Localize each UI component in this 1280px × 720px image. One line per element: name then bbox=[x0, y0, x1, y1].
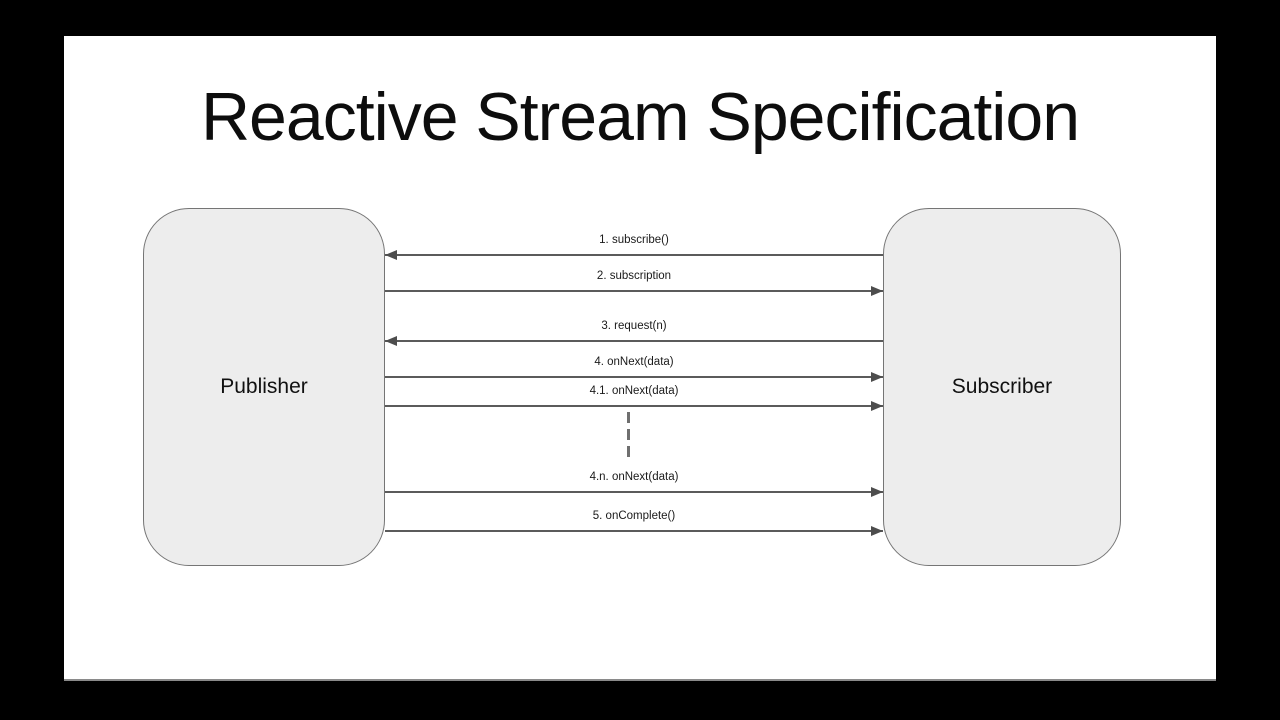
arrowhead-right-icon bbox=[871, 487, 883, 497]
message-onnext-4-line bbox=[385, 376, 883, 378]
message-subscription-label: 2. subscription bbox=[596, 270, 672, 282]
message-onnext-4-n-line bbox=[385, 491, 883, 493]
arrowhead-right-icon bbox=[871, 401, 883, 411]
message-onnext-4-n-label: 4.n. onNext(data) bbox=[589, 471, 679, 483]
message-request-label: 3. request(n) bbox=[601, 320, 667, 332]
message-onnext-4-1-label: 4.1. onNext(data) bbox=[589, 385, 679, 397]
arrowhead-left-icon bbox=[385, 250, 397, 260]
message-onnext-4: 4. onNext(data) bbox=[385, 356, 883, 382]
message-oncomplete-line bbox=[385, 530, 883, 532]
arrowhead-right-icon bbox=[871, 286, 883, 296]
message-oncomplete: 5. onComplete() bbox=[385, 510, 883, 536]
subscriber-label: Subscriber bbox=[951, 375, 1053, 398]
arrowhead-right-icon bbox=[871, 372, 883, 382]
slide: Reactive Stream Specification Publisher … bbox=[64, 36, 1216, 681]
message-onnext-4-1-line bbox=[385, 405, 883, 407]
arrowhead-right-icon bbox=[871, 526, 883, 536]
publisher-label: Publisher bbox=[220, 375, 308, 398]
continuation-dashed-line bbox=[627, 412, 630, 460]
slide-title: Reactive Stream Specification bbox=[200, 79, 1080, 155]
subscriber-box: Subscriber bbox=[883, 208, 1121, 566]
message-subscribe-label: 1. subscribe() bbox=[599, 234, 669, 246]
message-onnext-4-1: 4.1. onNext(data) bbox=[385, 385, 883, 411]
message-onnext-4-label: 4. onNext(data) bbox=[594, 356, 674, 368]
message-subscribe-line bbox=[385, 254, 883, 256]
message-request: 3. request(n) bbox=[385, 320, 883, 346]
message-request-line bbox=[385, 340, 883, 342]
publisher-box: Publisher bbox=[143, 208, 385, 566]
message-subscribe: 1. subscribe() bbox=[385, 234, 883, 260]
message-subscription-line bbox=[385, 290, 883, 292]
message-oncomplete-label: 5. onComplete() bbox=[592, 510, 676, 522]
message-subscription: 2. subscription bbox=[385, 270, 883, 296]
message-onnext-4-n: 4.n. onNext(data) bbox=[385, 471, 883, 497]
arrowhead-left-icon bbox=[385, 336, 397, 346]
